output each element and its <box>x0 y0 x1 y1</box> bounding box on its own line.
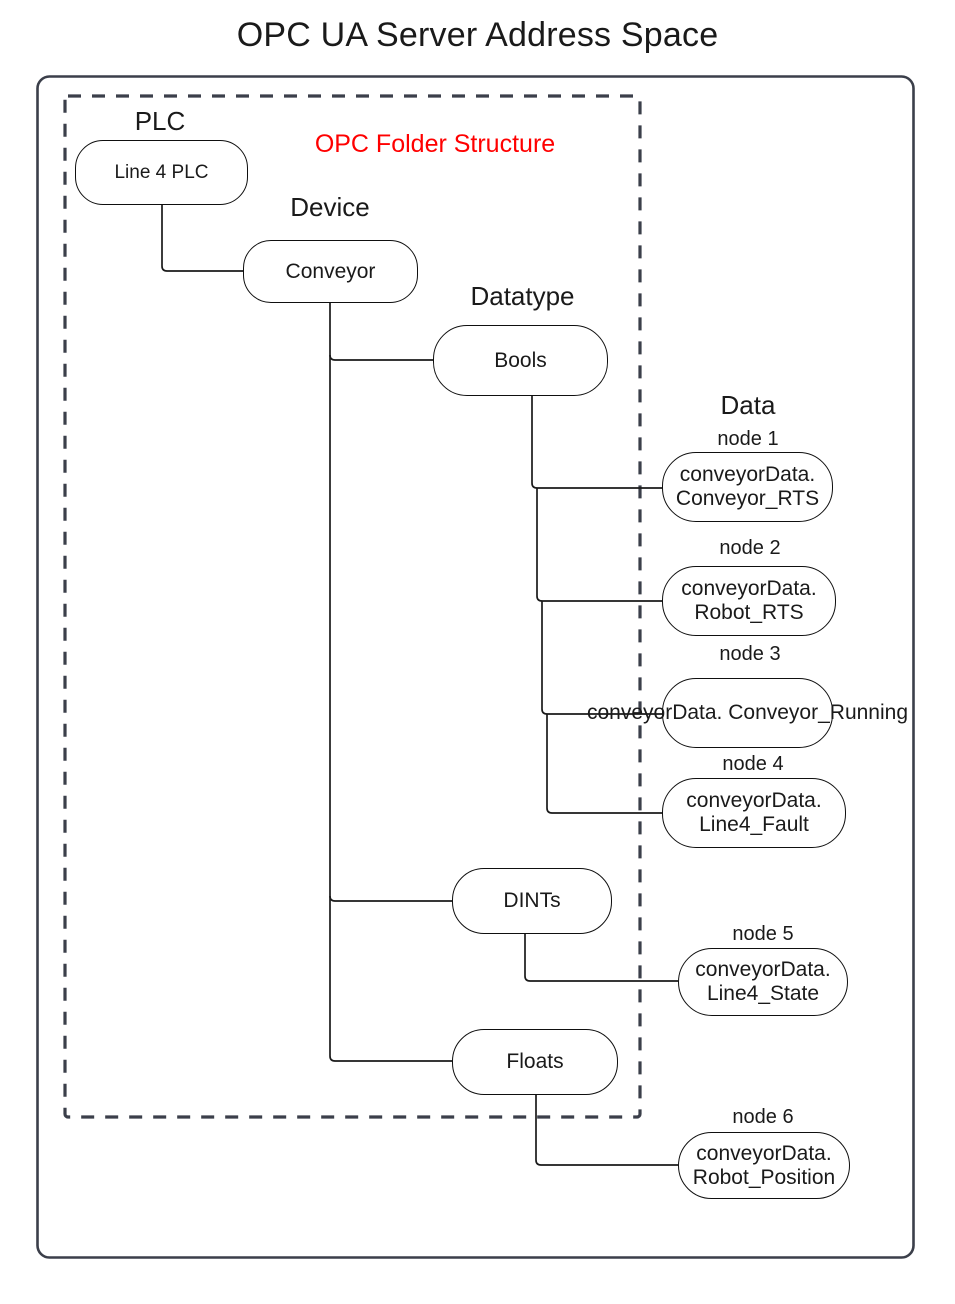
data-node-tag-6: node 6 <box>732 1106 794 1128</box>
edge-plc-to-conveyor <box>161 205 243 272</box>
node-box-data-6[interactable]: conveyorData. Robot_Position <box>678 1132 850 1199</box>
page-title: OPC UA Server Address Space <box>236 16 719 54</box>
group-label-plc: PLC <box>134 106 186 136</box>
edge-bools-to-node2 <box>536 488 662 602</box>
node-box-data-3[interactable]: conveyorData. Conveyor_Running <box>587 678 908 748</box>
node-box-conveyor[interactable]: Conveyor <box>243 240 418 303</box>
node-box-data-5-label: conveyorData. Line4_State <box>695 958 831 1005</box>
outer-container-border <box>36 75 915 1259</box>
edge-bools-trunk <box>531 396 662 489</box>
data-node-tag-2: node 2 <box>719 537 781 559</box>
node-box-data-4[interactable]: conveyorData. Line4_Fault <box>662 778 846 848</box>
node-box-conveyor-label: Conveyor <box>285 259 376 283</box>
group-label-device: Device <box>290 192 370 222</box>
node-box-data-3-label: conveyorData. Conveyor_Running <box>586 701 909 725</box>
node-box-floats[interactable]: Floats <box>452 1029 618 1095</box>
node-box-dints-label: DINTs <box>503 889 561 913</box>
edge-dints-to-node5 <box>524 934 678 982</box>
group-label-data: Data <box>720 390 776 420</box>
node-box-line4-plc[interactable]: Line 4 PLC <box>75 140 248 205</box>
node-box-data-2-label: conveyorData. Robot_RTS <box>681 577 817 624</box>
node-box-data-2[interactable]: conveyorData. Robot_RTS <box>662 566 836 636</box>
edge-bools-to-node4 <box>546 714 662 814</box>
node-box-data-1[interactable]: conveyorData. Conveyor_RTS <box>662 452 833 522</box>
data-node-tag-1: node 1 <box>717 428 779 450</box>
edge-conveyor-trunk <box>329 303 452 1062</box>
node-box-bools[interactable]: Bools <box>433 325 608 396</box>
edge-conveyor-to-bools <box>329 354 433 361</box>
opc-folder-dashed-border <box>63 94 642 1119</box>
data-node-tag-5: node 5 <box>732 923 794 945</box>
node-box-data-5[interactable]: conveyorData. Line4_State <box>678 948 848 1016</box>
opc-folder-structure-label: OPC Folder Structure <box>314 130 556 158</box>
node-box-bools-label: Bools <box>494 348 547 372</box>
node-box-data-4-label: conveyorData. Line4_Fault <box>686 789 822 836</box>
node-box-floats-label: Floats <box>506 1050 564 1074</box>
data-node-tag-3: node 3 <box>719 643 781 665</box>
group-label-datatype: Datatype <box>470 281 575 311</box>
node-box-data-6-label: conveyorData. Robot_Position <box>692 1141 836 1189</box>
edge-floats-to-node6 <box>535 1094 678 1166</box>
edge-bools-to-node3 <box>541 601 662 715</box>
node-box-data-1-label: conveyorData. Conveyor_RTS <box>675 463 820 510</box>
node-box-line4-plc-label: Line 4 PLC <box>114 161 209 183</box>
edge-conveyor-to-dints <box>329 895 452 902</box>
node-box-dints[interactable]: DINTs <box>452 868 612 934</box>
data-node-tag-4: node 4 <box>722 753 784 775</box>
